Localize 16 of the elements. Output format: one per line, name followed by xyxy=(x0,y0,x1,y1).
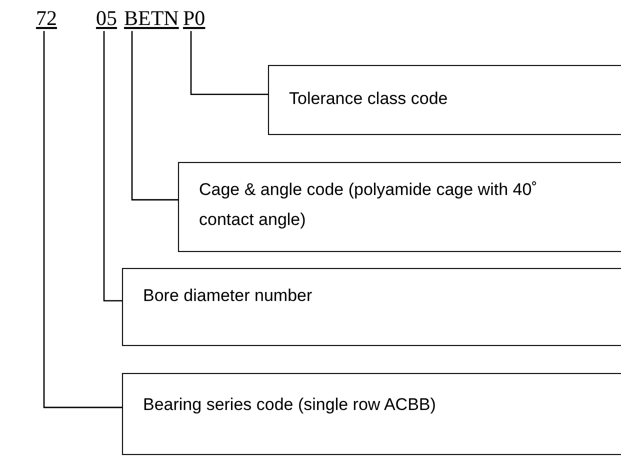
callout-box xyxy=(178,162,621,252)
leader-line xyxy=(190,31,268,96)
leader-line xyxy=(131,31,178,200)
code-text: P0 xyxy=(183,6,206,30)
callout-text: Bore diameter number xyxy=(143,285,314,307)
callout-box xyxy=(268,65,621,135)
leader-line xyxy=(43,31,122,408)
callout-text: Cage & angle code (polyamide cage with 40˚ contact angle) xyxy=(199,179,538,231)
leader-line xyxy=(103,31,122,302)
code-text: 72 xyxy=(36,6,57,30)
callout-text: Bearing series code (single row ACBB) xyxy=(143,394,437,416)
callout-box xyxy=(122,268,621,346)
callout-box xyxy=(122,373,621,455)
code-text: 05 xyxy=(96,6,117,30)
code-text: BETN xyxy=(124,6,179,30)
callout-text: Tolerance class code xyxy=(289,88,449,110)
